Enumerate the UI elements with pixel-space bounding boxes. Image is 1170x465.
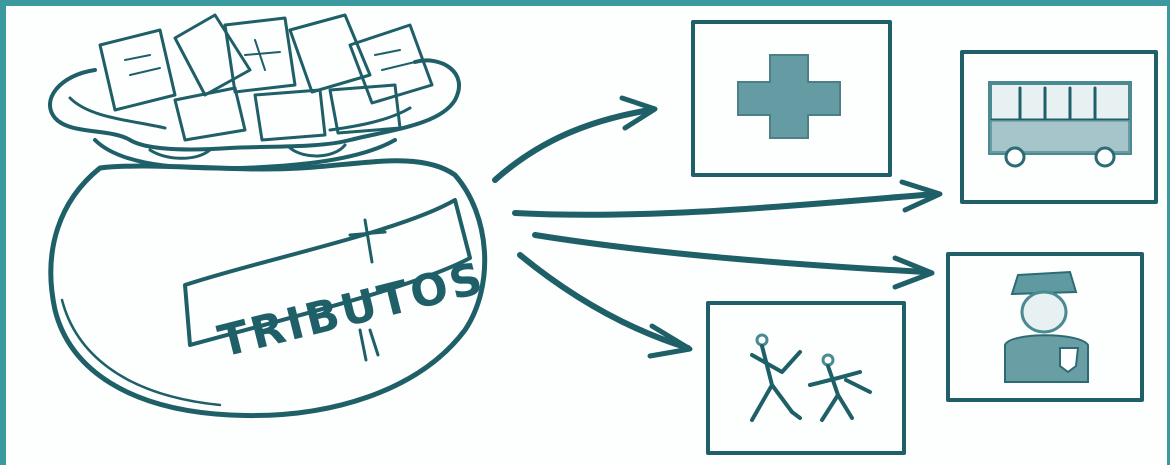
arrows bbox=[495, 98, 940, 356]
transport-panel bbox=[962, 52, 1156, 202]
medical-cross-icon bbox=[738, 55, 840, 138]
children-icon bbox=[752, 335, 870, 420]
arrow-to-education bbox=[520, 255, 690, 356]
bus-icon bbox=[990, 83, 1130, 166]
arrow-to-security bbox=[535, 235, 932, 287]
banknotes-icon bbox=[100, 15, 432, 140]
education-panel bbox=[708, 303, 904, 453]
security-panel bbox=[948, 254, 1142, 400]
health-panel bbox=[693, 22, 890, 175]
arrow-to-transport bbox=[515, 182, 940, 215]
arrow-to-health bbox=[495, 98, 655, 180]
police-officer-icon bbox=[1005, 272, 1088, 382]
